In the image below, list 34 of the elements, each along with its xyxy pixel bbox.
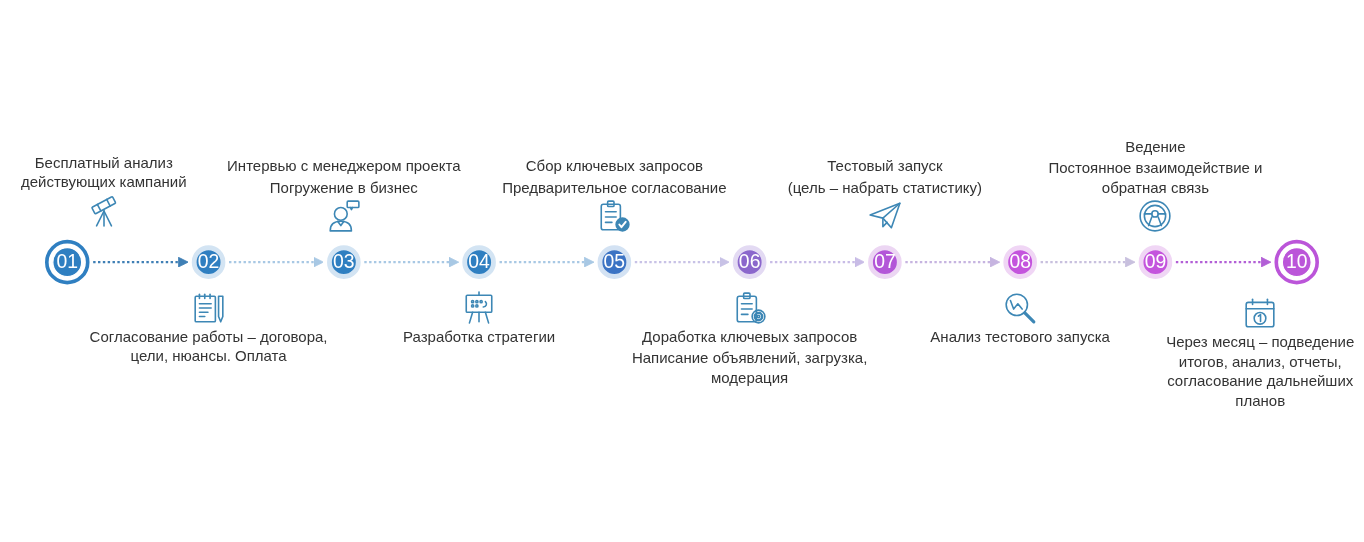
arrow — [1175, 256, 1272, 268]
step-description: Доработка ключевых запросов — [642, 326, 858, 346]
step-description: Погружение в бизнес — [269, 177, 418, 198]
step-circle: 04 — [462, 245, 496, 279]
step-description: Бесплатный анализ действующих кампаний — [19, 152, 188, 192]
arrow — [634, 256, 730, 268]
step-circle: 06 — [732, 245, 767, 279]
arrow — [770, 256, 865, 268]
step-circle: 01 — [45, 239, 90, 285]
step-circle: 05 — [597, 245, 632, 279]
arrow — [499, 256, 595, 268]
arrow — [229, 256, 324, 268]
step-description: Предварительное согласование — [502, 177, 727, 198]
step-description: Интервью с менеджером проекта — [227, 156, 461, 176]
step-description: Сбор ключевых запросов — [525, 156, 703, 176]
step-description: Разработка стратегии — [403, 326, 556, 346]
step-description: Написание объявлений, загрузка, модерация — [630, 348, 869, 387]
step-description: Через месяц – подведение итогов, анализ, отчеты, согласование дальнейших планов — [1165, 332, 1356, 411]
step-circle: 08 — [1003, 245, 1037, 279]
arrow — [364, 256, 460, 268]
step-circle: 09 — [1138, 245, 1173, 279]
step-description: Ведение — [1125, 136, 1186, 157]
step-description: Постоянное взаимодействие и обратная связь — [1047, 158, 1264, 198]
step-description: Тестовый запуск — [827, 156, 943, 176]
step-circle: 10 — [1274, 239, 1319, 285]
step-circle: 03 — [327, 245, 361, 279]
step-description: Анализ тестового запуска — [930, 326, 1110, 346]
step-description: (цель – набрать статистику) — [787, 177, 983, 198]
arrow — [1040, 256, 1136, 268]
step-circle: 02 — [191, 245, 226, 279]
step-description: Согласование работы – договора, цели, нюансы. Оплата — [88, 326, 329, 366]
step-circle: 07 — [868, 245, 902, 279]
arrow — [905, 256, 1001, 268]
arrow — [93, 256, 189, 268]
